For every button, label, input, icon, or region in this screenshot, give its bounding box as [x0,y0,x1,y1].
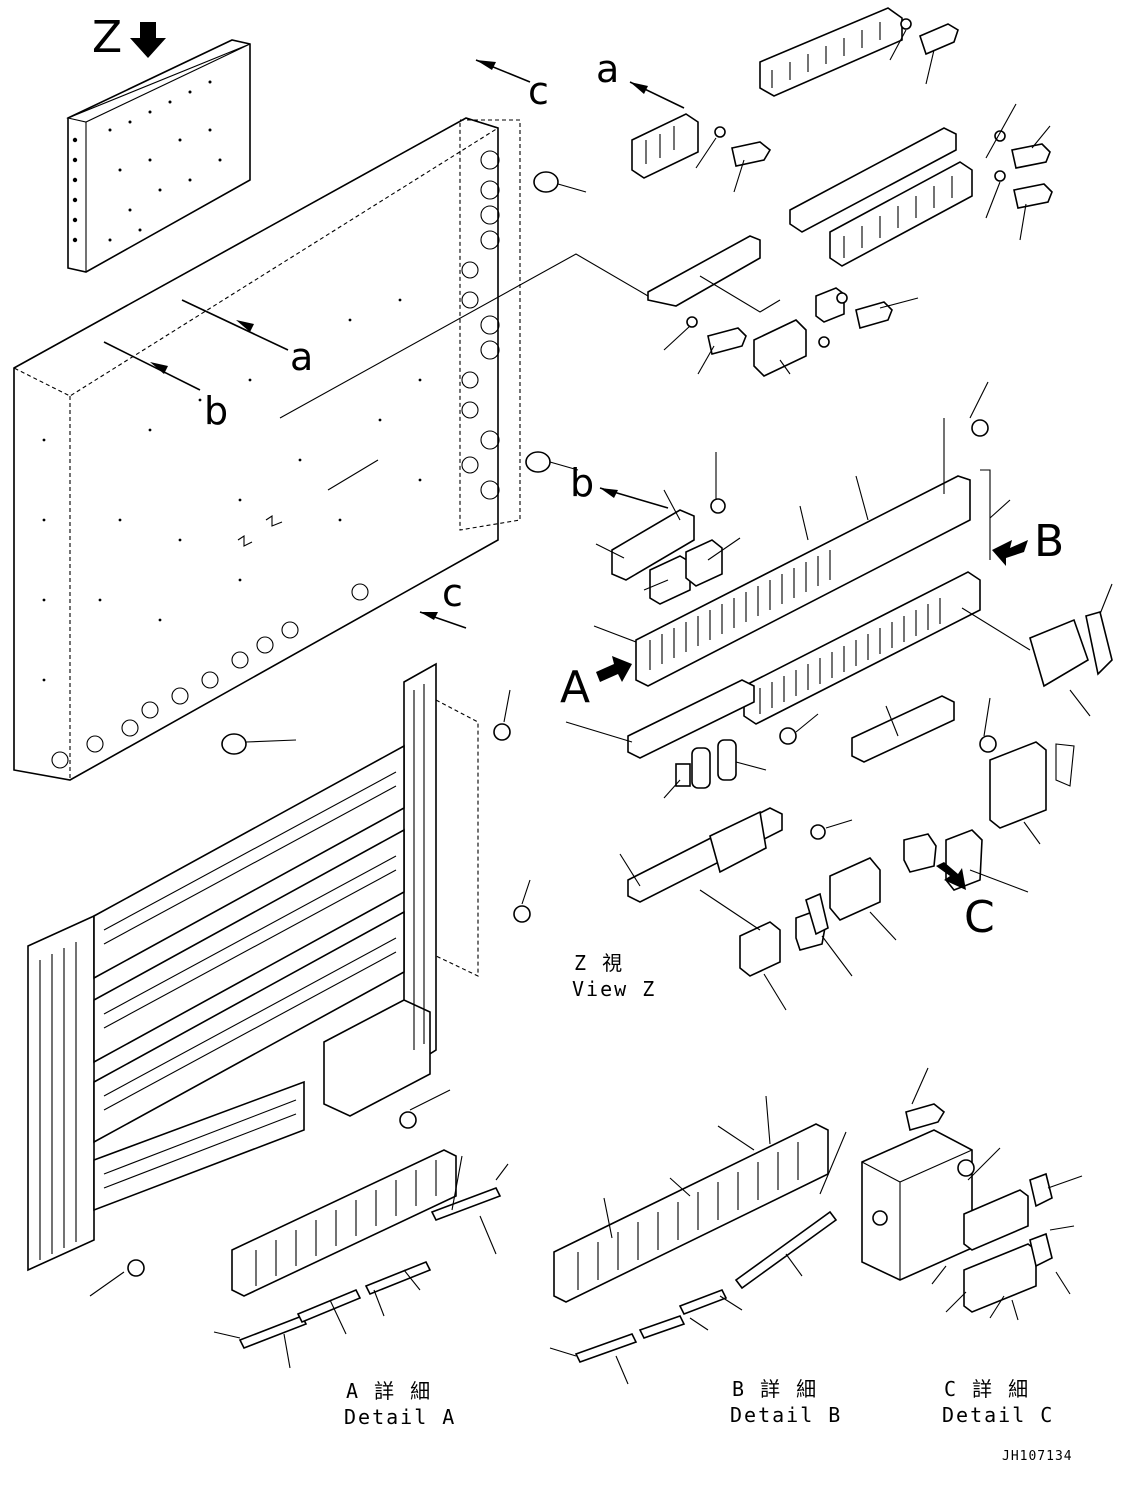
label-C-big: C [964,892,995,943]
lower-rail-sets [565,679,1075,1011]
pointer-a-top [629,81,685,109]
label-B-big: B [1034,516,1064,567]
relay-block-top [759,7,959,97]
view-z-letter: Z [92,12,122,63]
caption-detail-b-jp: B 詳 細 [732,1377,818,1401]
caption-view-z-jp: Z 視 [574,951,624,975]
label-b-mid: b [204,389,228,433]
pointer-c-low [419,611,467,629]
label-a-mid: a [290,335,313,379]
drawing-number: JH107134 [1002,1449,1073,1464]
view-z-board [66,22,251,273]
relay-row-right [789,103,1053,267]
caption-detail-a-jp: A 詳 細 [346,1379,432,1403]
terminal-rail-assembly [593,381,1113,725]
caption-detail-c-en: Detail C [942,1403,1054,1427]
control-cabinet-panel [12,117,587,781]
relay-bracket [647,235,919,377]
detail-b-drawing [549,1095,847,1385]
wire-duct-set [27,662,531,1297]
relay-block-a [631,113,772,193]
pointer-a-mid [181,299,289,351]
label-b-right: b [570,461,594,505]
detail-c-drawing [861,1067,1083,1321]
label-A-big: A [560,662,590,713]
caption-detail-a-en: Detail A [344,1405,456,1429]
caption-view-z-en: View Z [572,977,656,1001]
caption-detail-c-jp: C 詳 細 [944,1377,1030,1401]
caption-detail-b-en: Detail B [730,1403,842,1427]
label-c-low: c [442,571,463,615]
label-a-top: a [596,47,619,91]
label-c-top: c [528,69,549,113]
pointer-b-mid [103,341,201,391]
pointer-c-top [475,59,531,83]
pointer-b-right [599,487,669,509]
detail-a-drawing [213,1149,509,1369]
